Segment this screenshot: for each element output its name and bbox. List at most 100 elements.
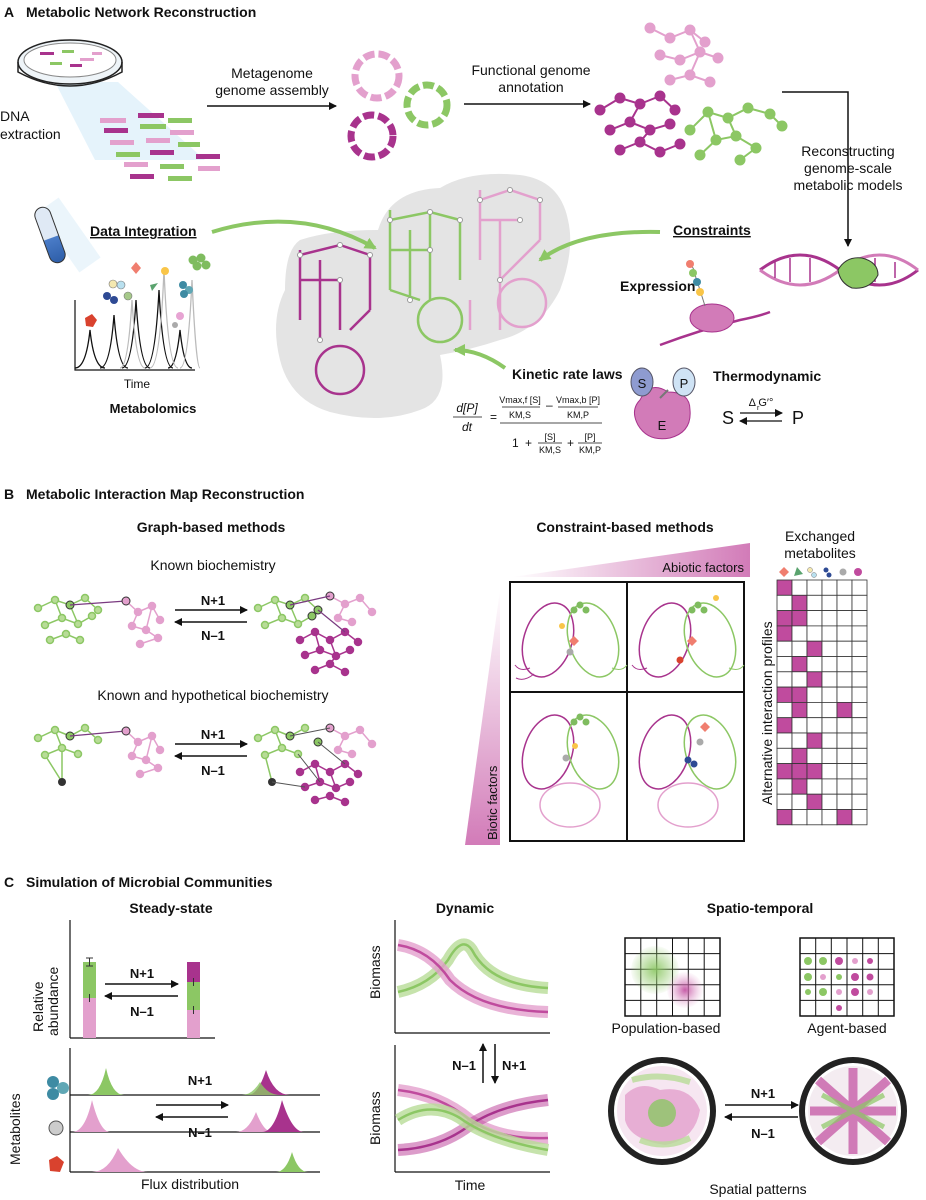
exchanged-line2: metabolites <box>784 545 856 561</box>
spatial-dish-left <box>608 1057 716 1165</box>
interaction-grid-cell <box>791 732 808 749</box>
arrow-data-integration <box>211 219 377 250</box>
interaction-grid-cell <box>836 640 853 657</box>
metabolic-network-icon <box>298 188 548 396</box>
interaction-grid-cell <box>806 702 823 719</box>
section-a-title: Metabolic Network Reconstruction <box>26 4 256 20</box>
population-based-label: Population-based <box>612 1020 721 1036</box>
interaction-grid-cell <box>821 702 838 719</box>
interaction-grid-cell <box>776 778 793 795</box>
interaction-grid-cell <box>836 793 853 810</box>
dna-extraction-line1: DNA <box>0 108 30 124</box>
spatio-temporal-title: Spatio-temporal <box>707 900 814 916</box>
known-biochemistry-label: Known biochemistry <box>150 557 275 573</box>
arrow-reconstructing <box>782 91 852 247</box>
enzyme-e-label: E <box>658 418 667 433</box>
interaction-grid-cell <box>821 579 838 596</box>
b-row2-n-minus: N–1 <box>201 763 225 778</box>
relative-abundance-line1: Relative <box>30 981 46 1032</box>
section-a-letter: A <box>4 4 14 20</box>
interaction-grid-cell <box>836 778 853 795</box>
interaction-grid-cell <box>791 594 808 611</box>
interaction-grid-cell <box>791 671 808 688</box>
constraint-based-title: Constraint-based methods <box>536 519 714 535</box>
interaction-grid-cell <box>776 763 793 780</box>
interaction-grid-cell <box>791 747 808 764</box>
agent-based-label: Agent-based <box>807 1020 886 1036</box>
interaction-grid-cell <box>806 778 823 795</box>
abiotic-factors-label: Abiotic factors <box>662 560 744 575</box>
interaction-grid-cell <box>776 717 793 734</box>
test-tube-icon <box>34 197 101 273</box>
known-hypothetical-label: Known and hypothetical biochemistry <box>97 687 328 703</box>
interaction-grid-cell <box>836 809 853 826</box>
eq-t2-num: Vmax,b [P] <box>556 395 600 405</box>
expression-label: Expression <box>620 278 695 294</box>
graph-network-right-2 <box>253 723 377 807</box>
arrow-constraints <box>538 229 661 262</box>
eq-plus1: + <box>525 436 532 450</box>
eq-d3-den: KM,P <box>579 445 601 455</box>
interaction-grid-cell <box>776 809 793 826</box>
section-c-title: Simulation of Microbial Communities <box>26 874 273 890</box>
interaction-grid-cell <box>776 702 793 719</box>
dna-helix-icon <box>759 253 919 289</box>
thermo-dg-label: Δ G′° <box>749 397 774 409</box>
interaction-grid-cell <box>836 747 853 764</box>
interaction-grid-cell <box>776 610 793 627</box>
interaction-grid-cell <box>791 793 808 810</box>
interaction-grid-cell <box>851 702 868 719</box>
eq-d3-num: [P] <box>584 432 595 442</box>
interaction-grid-cell <box>791 579 808 596</box>
interaction-grid-cell <box>836 763 853 780</box>
interaction-grid-cell <box>851 640 868 657</box>
interaction-grid-cell <box>851 732 868 749</box>
interaction-grid-cell <box>821 610 838 627</box>
interaction-grid-cell <box>776 686 793 703</box>
genome-rings-icon <box>347 50 451 161</box>
biotic-gradient <box>465 590 500 845</box>
annotated-networks-icon <box>594 22 788 166</box>
graph-network-left-1 <box>33 593 165 649</box>
dynamic-chart-bottom <box>394 1045 550 1173</box>
interaction-grid-cell <box>776 594 793 611</box>
dynamic-time-label: Time <box>455 1177 486 1193</box>
biotic-factors-label: Biotic factors <box>485 765 500 840</box>
relative-abundance-chart <box>69 920 215 1039</box>
eq-plus2: + <box>567 436 574 450</box>
relative-abundance-line2: abundance <box>45 966 61 1036</box>
interaction-grid-cell <box>806 732 823 749</box>
interaction-grid-cell <box>851 656 868 673</box>
eq-lhs-num: d[P] <box>456 401 478 415</box>
eq-t1-den: KM,S <box>509 410 531 420</box>
interaction-grid-cell <box>851 809 868 826</box>
reconstructing-line3: metabolic models <box>794 177 903 193</box>
thermo-s-label: S <box>722 408 734 428</box>
population-grid <box>624 937 721 1017</box>
annotation-label-line1: Functional genome <box>471 62 590 78</box>
interaction-grid-cell <box>851 717 868 734</box>
interaction-grid-cell <box>776 640 793 657</box>
interaction-grid-cell <box>821 747 838 764</box>
alt-profiles-label: Alternative interaction profiles <box>759 621 775 805</box>
interaction-grid-cell <box>776 625 793 642</box>
interaction-grid-cell <box>791 640 808 657</box>
agent-grid <box>799 937 895 1017</box>
exchanged-metabolite-icons <box>779 567 862 578</box>
kinetic-equation: d[P] dt = Vmax,f [S] KM,S – Vmax,b [P] K… <box>453 395 602 455</box>
thermo-p-label: P <box>792 408 804 428</box>
assembly-label-line2: genome assembly <box>215 82 329 98</box>
c-spatial-n-plus: N+1 <box>751 1086 775 1101</box>
eq-minus: – <box>546 398 553 412</box>
flux-distribution-chart <box>69 1048 320 1173</box>
interaction-grid-cell <box>836 702 853 719</box>
enzyme-p-label: P <box>680 376 689 391</box>
interaction-grid-cell <box>821 656 838 673</box>
interaction-grid-cell <box>791 778 808 795</box>
graph-network-right-1 <box>253 591 377 677</box>
eq-t2-den: KM,P <box>567 410 589 420</box>
enzyme-s-label: S <box>638 376 647 391</box>
eq-d2-num: [S] <box>544 432 555 442</box>
interaction-grid-cell <box>806 793 823 810</box>
